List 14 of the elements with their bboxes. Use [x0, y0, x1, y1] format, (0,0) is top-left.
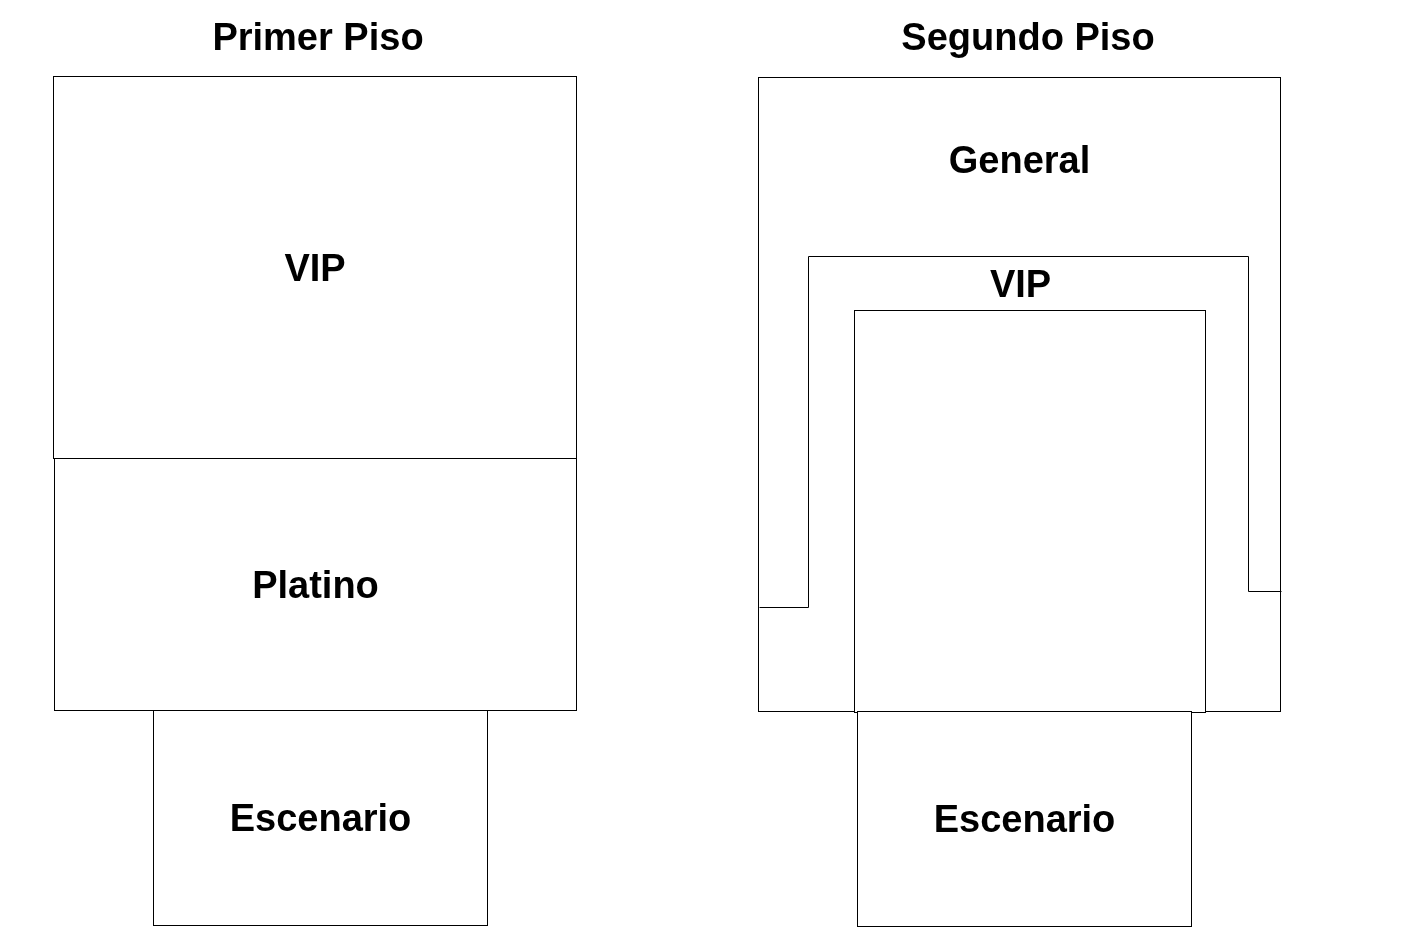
seating-area [758, 77, 1281, 712]
floor-heading: Segundo Piso [901, 15, 1155, 59]
seating-area [53, 76, 577, 459]
area-label: VIP [284, 245, 346, 290]
area-label: Escenario [229, 796, 412, 840]
area-label: Platino [252, 562, 379, 607]
area-label: VIP [989, 262, 1052, 306]
area-label: General [948, 138, 1091, 182]
area-label: Escenario [933, 797, 1116, 841]
seating-area [54, 458, 577, 711]
stage-area [153, 710, 488, 926]
stage-area [857, 711, 1192, 927]
floor-area [854, 310, 1206, 713]
floor-heading: Primer Piso [212, 15, 424, 59]
